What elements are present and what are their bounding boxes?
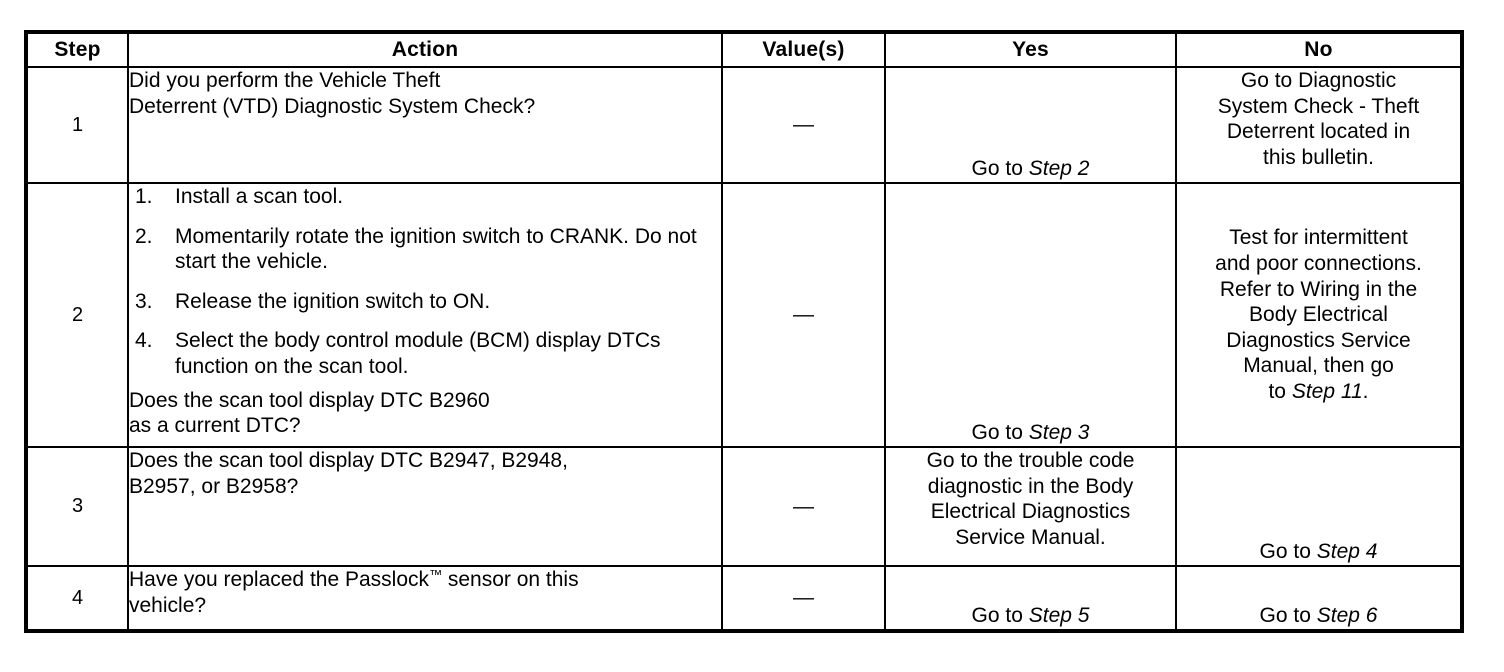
action-text-line: Deterrent (VTD) Diagnostic System Check? [129,94,536,118]
yes-cell: Go to the trouble code diagnostic in the… [884,446,1177,567]
goto-step-reference: Step 11 [1291,380,1363,404]
table-header-row: Step Action Value(s) Yes No [25,31,1463,68]
procedure-list-item: 1. Install a scan tool. [129,184,721,210]
procedure-list-item: 4. Select the body control module (BCM) d… [129,328,721,379]
table-row: 3 Does the scan tool display DTC B2947, … [25,446,1463,567]
goto-suffix: . [1362,380,1369,404]
step-number: 4 [25,565,129,632]
value-dash: — [793,303,814,326]
value-cell: — [721,446,886,567]
action-cell: 1. Install a scan tool. 2. Momentarily rot… [127,182,723,448]
yes-text-line: Service Manual. [955,525,1106,549]
no-goto-line: to Step 11. [1177,379,1460,405]
goto-step-reference: Step 2 [1028,157,1090,181]
action-question: Does the scan tool display DTC B2960 as … [129,388,721,439]
column-header-no: No [1175,31,1463,68]
value-dash: — [793,586,814,609]
yes-text-line: Go to the trouble code [926,449,1135,472]
value-cell: — [721,182,886,448]
no-text-line: Go to Diagnostic [1240,69,1397,92]
procedure-item-number: 1. [135,185,153,208]
procedure-item-number: 3. [135,289,153,313]
procedure-item-number: 2. [135,224,153,248]
goto-label: Go to [971,421,1029,445]
step-number: 3 [25,446,129,567]
no-text-line: and poor connections. [1215,251,1422,275]
procedure-item-text: Select the body control module (BCM) dis… [175,329,661,379]
trademark-symbol: ™ [429,567,443,582]
action-text-line: Did you perform the Vehicle Theft [129,69,441,92]
yes-text-line: Electrical Diagnostics [930,500,1131,524]
goto-label: Go to [1259,604,1317,628]
action-text-line: Does the scan tool display DTC B2947, B2… [129,449,568,472]
no-cell: Go to Step 6 [1175,565,1463,632]
no-text-line: Refer to Wiring in the [1219,277,1418,301]
goto-label: to [1268,380,1292,404]
column-header-action: Action [127,31,723,68]
procedure-list: 1. Install a scan tool. 2. Momentarily rot… [129,184,721,380]
table-row: 4 Have you replaced the Passlock™ sensor… [25,565,1463,632]
procedure-item-text: Release the ignition switch to ON. [175,289,491,313]
value-dash: — [793,113,814,136]
no-text-line: System Check - Theft [1217,94,1420,118]
step-number: 1 [25,66,129,184]
column-header-value: Value(s) [721,31,886,68]
yes-text-line: diagnostic in the Body [927,474,1134,498]
table-body: 1 Did you perform the Vehicle Theft Dete… [25,66,1463,632]
procedure-item-text: Install a scan tool. [175,185,344,208]
goto-label: Go to [971,604,1029,628]
procedure-list-item: 3. Release the ignition switch to ON. [129,289,721,315]
no-text-line: Test for intermittent [1229,226,1408,250]
goto-step-reference: Step 5 [1028,604,1090,628]
column-header-step: Step [25,31,129,68]
action-text-line: as a current DTC? [129,414,301,438]
value-cell: — [721,565,886,632]
action-text-line: B2957, or B2958? [129,474,299,498]
yes-cell: Go to Step 2 [884,66,1177,184]
goto-label: Go to [1259,540,1317,564]
goto-label: Go to [971,157,1029,181]
goto-step-reference: Step 3 [1028,421,1090,445]
procedure-item-text: Momentarily rotate the ignition switch t… [175,224,697,274]
action-cell: Have you replaced the Passlock™ sensor o… [127,565,723,632]
action-text-line: Does the scan tool display DTC B2960 [129,388,490,412]
action-text-line: Have you replaced the Passlock™ sensor o… [129,567,579,592]
no-text-line: this bulletin. [1263,145,1374,169]
procedure-list-item: 2. Momentarily rotate the ignition switch… [129,224,721,275]
no-cell: Go to Step 4 [1175,446,1463,567]
step-number: 2 [25,182,129,448]
table-row: 1 Did you perform the Vehicle Theft Dete… [25,66,1463,184]
value-cell: — [721,66,886,184]
no-cell: Go to Diagnostic System Check - Theft De… [1175,66,1463,184]
diagnostic-procedure-table: Step Action Value(s) Yes No 1 Did you pe… [24,30,1464,633]
no-text-line: Manual, then go [1243,354,1394,378]
yes-cell: Go to Step 5 [884,565,1177,632]
no-cell: Test for intermittent and poor connectio… [1175,182,1463,448]
action-cell: Did you perform the Vehicle Theft Deterr… [127,66,723,184]
column-header-yes: Yes [884,31,1177,68]
table-header: Step Action Value(s) Yes No [25,31,1463,68]
no-text-line: Deterrent located in [1226,120,1411,144]
procedure-item-number: 4. [135,329,153,353]
table-row: 2 1. Install a scan tool. 2. Momentarily r… [25,182,1463,448]
goto-step-reference: Step 6 [1316,604,1378,628]
goto-step-reference: Step 4 [1316,540,1378,564]
value-dash: — [793,494,814,518]
action-text-line: vehicle? [129,593,207,617]
action-cell: Does the scan tool display DTC B2947, B2… [127,446,723,567]
no-text-line: Body Electrical [1249,303,1388,327]
no-text-line: Diagnostics Service [1226,328,1411,352]
yes-cell: Go to Step 3 [884,182,1177,448]
